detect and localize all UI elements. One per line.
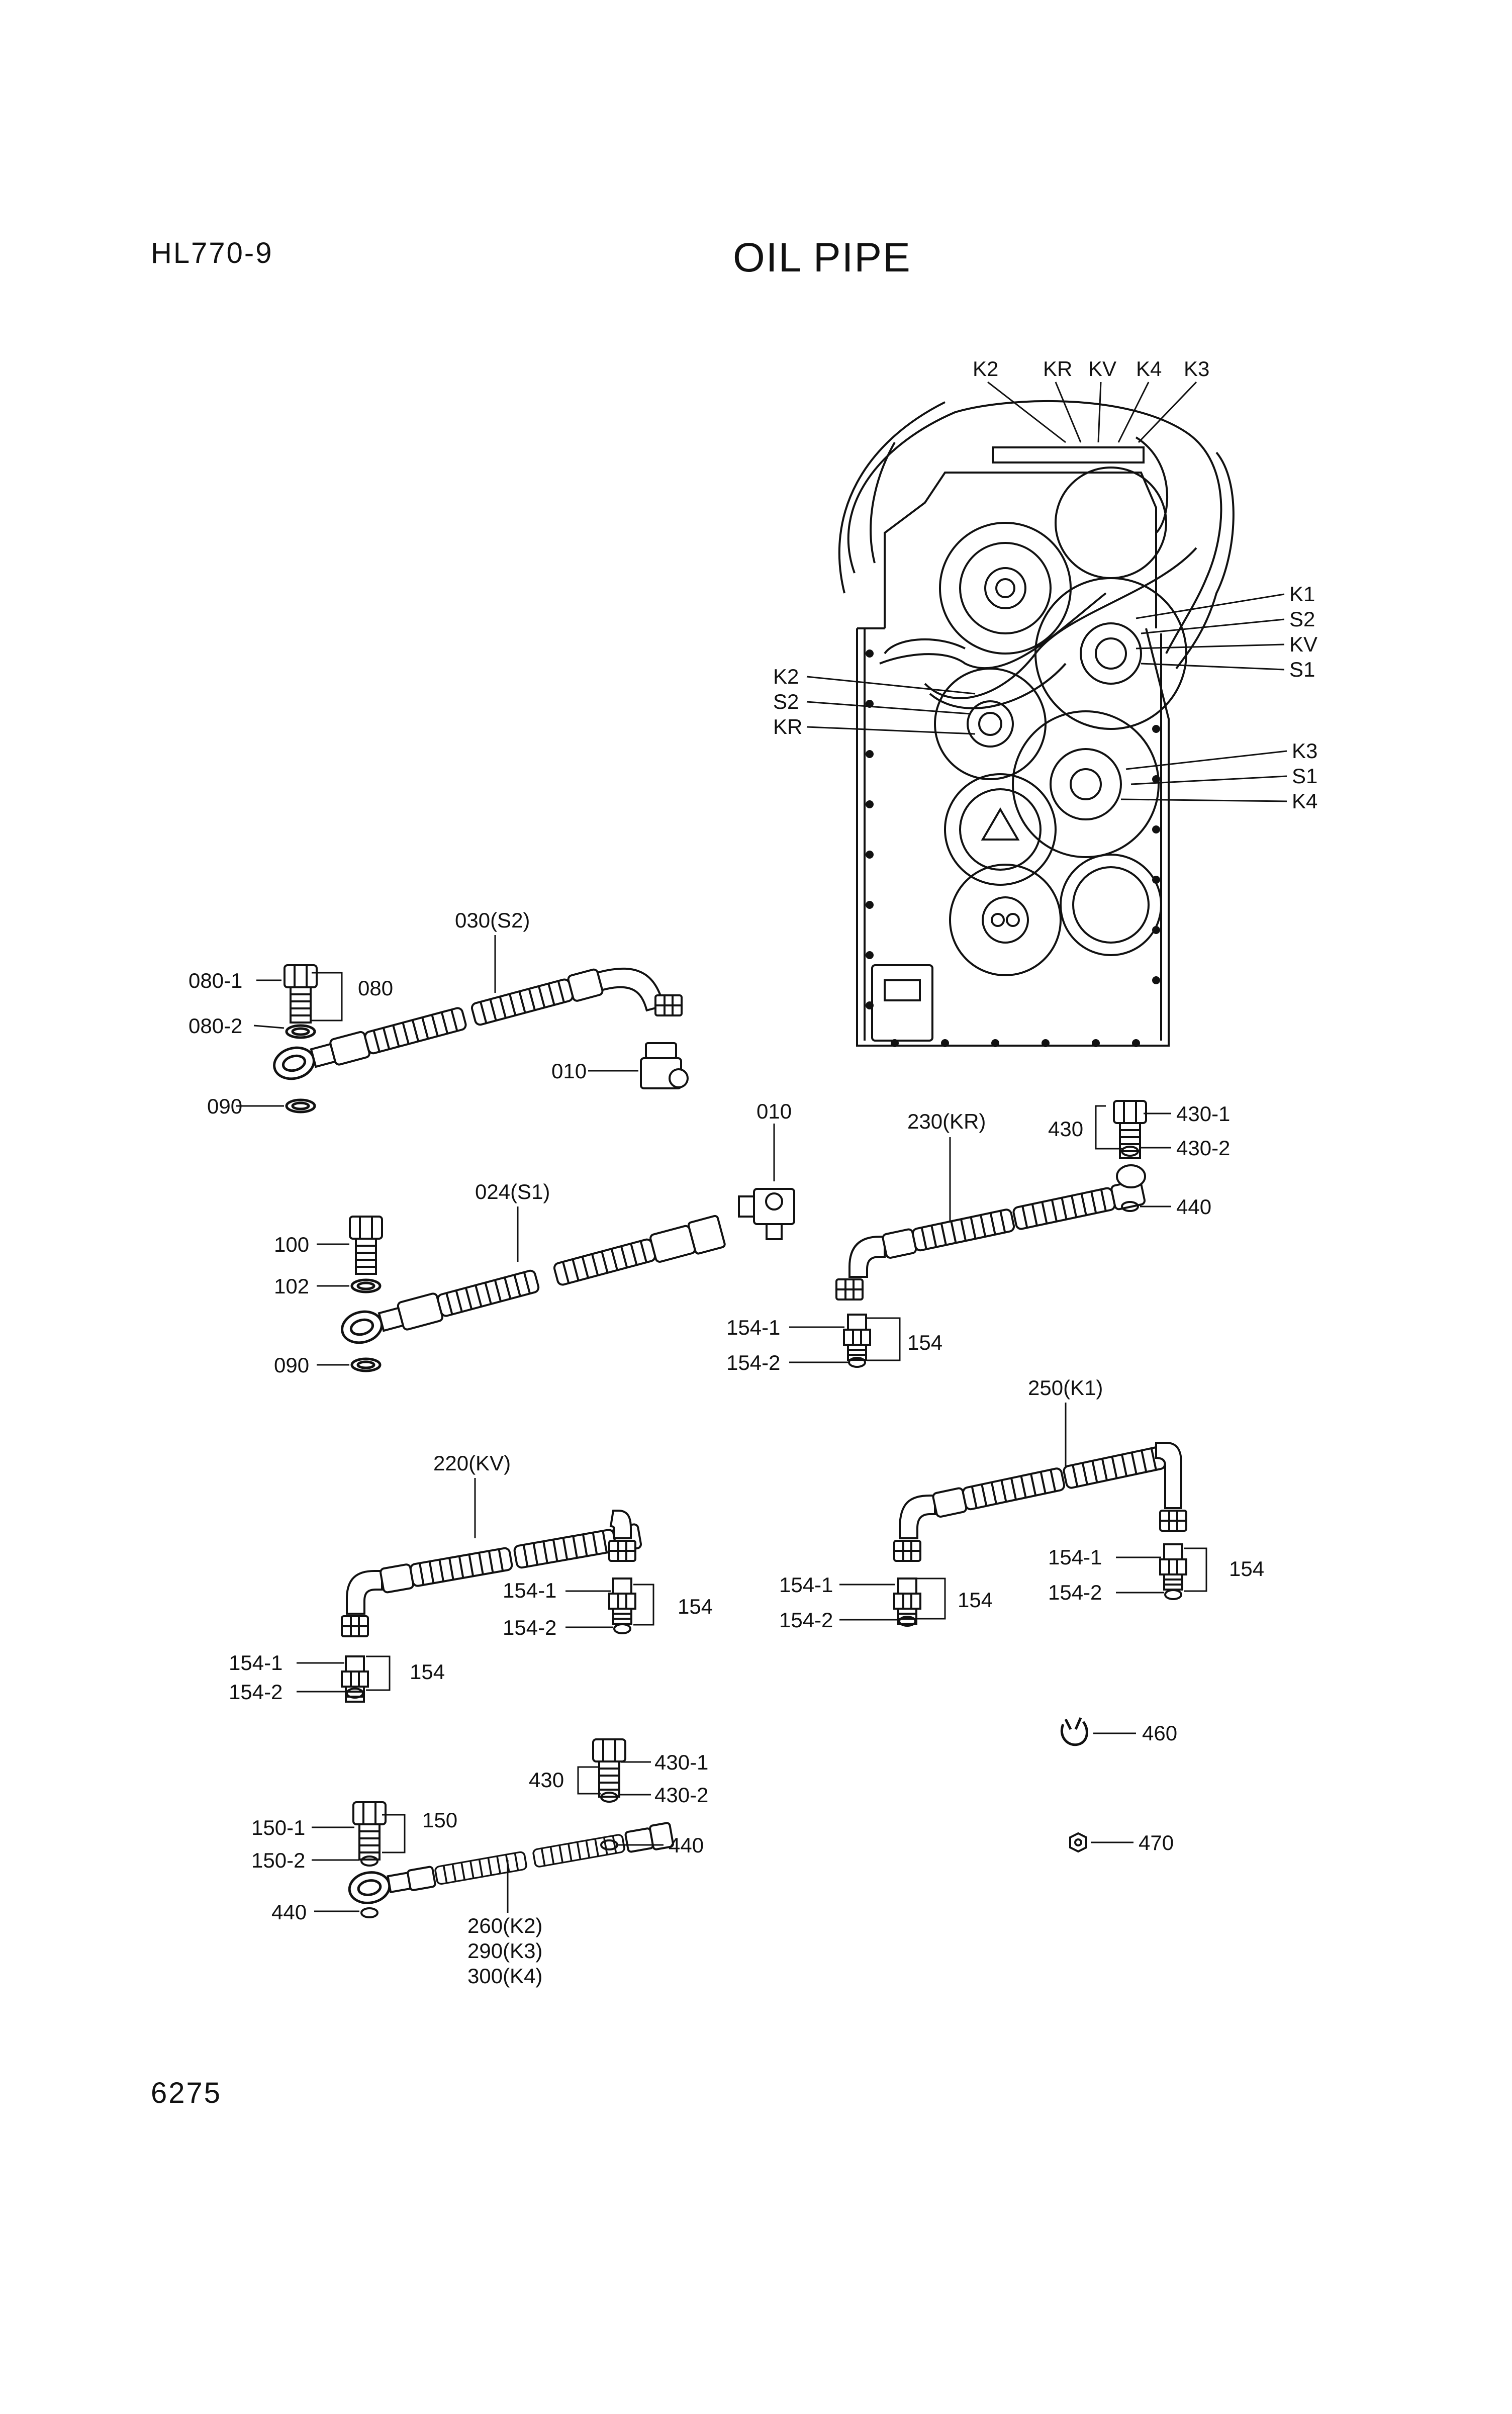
label-154-a: 154: [907, 1331, 942, 1354]
label-154-2-e: 154-2: [229, 1680, 282, 1704]
label-080: 080: [358, 976, 393, 1000]
label-030-s2: 030(S2): [455, 908, 530, 932]
callout-K3-top: K3: [1184, 357, 1209, 381]
pipe-assembly-260-290-300: 260(K2) 290(K3) 300(K4) 430 430-1 430-2 …: [251, 1738, 708, 1988]
label-150-1: 150-1: [251, 1816, 305, 1839]
label-154-2-b: 154-2: [1048, 1581, 1102, 1604]
page-number: 6275: [151, 2077, 222, 2109]
clip-460: 460: [1060, 1717, 1177, 1746]
label-024-s1: 024(S1): [475, 1180, 550, 1203]
label-154-e: 154: [410, 1660, 445, 1684]
label-090-b: 090: [274, 1353, 309, 1377]
callout-KR-left: KR: [773, 715, 802, 738]
label-300-k4: 300(K4): [467, 1964, 542, 1988]
label-220-kv: 220(KV): [433, 1451, 511, 1475]
pipe-assembly-250-k1: 250(K1) 154-1 154-2 154 154-1: [779, 1376, 1264, 1632]
model-number: HL770-9: [151, 237, 273, 269]
label-430-b: 430: [529, 1768, 564, 1792]
label-430-2-b: 430-2: [654, 1783, 708, 1807]
label-154-2-d: 154-2: [503, 1616, 556, 1639]
callout-K2-left: K2: [773, 665, 799, 688]
callout-K4-top: K4: [1136, 357, 1162, 381]
pipe-assembly-024-s1: 024(S1) 010 100 102 090: [274, 1099, 795, 1377]
label-470: 470: [1139, 1831, 1174, 1854]
label-430-1-a: 430-1: [1176, 1102, 1230, 1126]
label-440-c: 440: [271, 1900, 307, 1924]
label-290-k3: 290(K3): [467, 1939, 542, 1963]
label-010-b: 010: [757, 1099, 792, 1123]
label-154-2-c: 154-2: [779, 1608, 833, 1632]
label-080-1-text: 080-1: [188, 969, 242, 992]
callout-KV-right: KV: [1289, 632, 1317, 656]
label-154-1-c: 154-1: [779, 1573, 833, 1597]
fitting-010-b: [738, 1188, 795, 1240]
label-100: 100: [274, 1233, 309, 1256]
label-154-1-a: 154-1: [726, 1316, 780, 1339]
label-154-1-d: 154-1: [503, 1579, 556, 1602]
label-430-1-b: 430-1: [654, 1750, 708, 1774]
transmission-housing: [838, 400, 1235, 1047]
label-154-c: 154: [958, 1588, 993, 1612]
label-460: 460: [1142, 1721, 1177, 1745]
callout-K1: K1: [1289, 582, 1315, 606]
housing-callouts-top: K2 KR KV K4 K3: [973, 357, 1209, 443]
pipe-assembly-030-s2: 030(S2) 080-1 080-2 080 090: [188, 908, 689, 1118]
label-150: 150: [422, 1808, 457, 1832]
housing-callouts-right-lower: K3 S1 K4: [1120, 739, 1317, 813]
callout-S2-right: S2: [1289, 607, 1315, 631]
callout-S1-right: S1: [1289, 658, 1315, 681]
label-102: 102: [274, 1274, 309, 1298]
label-154-1-e: 154-1: [229, 1651, 282, 1675]
label-010-a: 010: [551, 1059, 587, 1083]
label-090-a: 090: [207, 1094, 242, 1118]
fitting-010-a: [640, 1042, 689, 1089]
callout-KR-top: KR: [1043, 357, 1072, 381]
label-430-a: 430: [1048, 1117, 1083, 1141]
label-440-b: 440: [669, 1833, 704, 1857]
label-080-2-text: 080-2: [188, 1014, 242, 1038]
label-250-k1: 250(K1): [1028, 1376, 1103, 1400]
label-154-d: 154: [678, 1595, 713, 1618]
callout-KV-top: KV: [1088, 357, 1116, 381]
label-154-b: 154: [1229, 1557, 1264, 1581]
label-230-kr: 230(KR): [907, 1109, 986, 1133]
label-260-k2: 260(K2): [467, 1914, 542, 1937]
callout-K2-top: K2: [973, 357, 998, 381]
housing-callouts-right-upper: K1 S2 KV S1: [1136, 582, 1317, 681]
housing-callouts-left: K2 S2 KR: [773, 665, 976, 738]
pipe-assembly-220-kv: 220(KV) 154-1 154-2 154: [229, 1451, 713, 1704]
pipe-assembly-230-kr: 230(KR) 154-1 154-2 154: [726, 1100, 1230, 1374]
page-title: OIL PIPE: [733, 235, 911, 281]
label-150-2: 150-2: [251, 1848, 305, 1872]
callout-S2-left: S2: [773, 690, 799, 713]
label-154-2-a: 154-2: [726, 1351, 780, 1374]
callout-K3-right: K3: [1292, 739, 1317, 763]
label-440-a: 440: [1176, 1195, 1211, 1219]
label-430-2-a: 430-2: [1176, 1136, 1230, 1160]
nut-470: 470: [1069, 1831, 1174, 1854]
callout-K4-right: K4: [1292, 789, 1317, 813]
callout-S1-right-lower: S1: [1292, 764, 1317, 788]
label-154-1-b: 154-1: [1048, 1545, 1102, 1569]
